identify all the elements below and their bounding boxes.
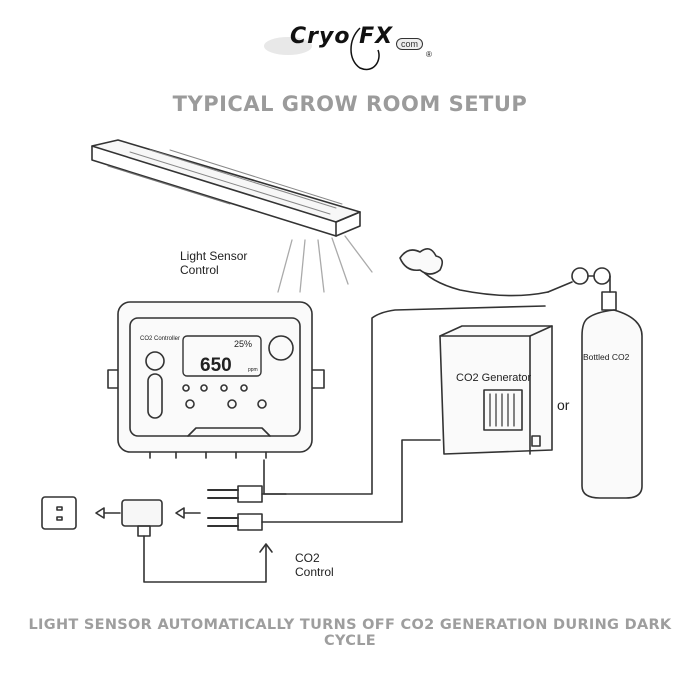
generator-cable	[261, 439, 441, 523]
reading-unit: ppm	[248, 367, 258, 373]
reading-small: 25%	[234, 339, 252, 349]
logo-hose-shape	[350, 27, 380, 71]
logo-suffix: com	[396, 38, 424, 50]
logo-brand-text: Cryo FX	[290, 24, 394, 49]
co2-generator-label: CO2 Generator	[456, 372, 532, 384]
cryofx-logo: Cryo FX com ®	[258, 20, 438, 76]
reading-big: 650	[200, 355, 232, 376]
sensor-cable	[263, 305, 546, 495]
diffuser-puff	[399, 248, 444, 275]
logo-registered-mark: ®	[426, 50, 432, 59]
light-rays	[277, 235, 373, 293]
adapter-plug	[121, 499, 273, 583]
or-label: or	[557, 397, 570, 413]
plug-upper	[207, 485, 287, 503]
page-title: TYPICAL GROW ROOM SETUP	[172, 92, 528, 116]
logo-graphic	[264, 27, 380, 71]
arrow-to-outlet	[95, 507, 121, 519]
co2-control-label: CO2 Control	[295, 551, 334, 579]
controller-title: CO2 Controller	[140, 336, 180, 342]
co2-bottle	[547, 267, 643, 499]
co2-controller-box	[107, 301, 325, 459]
arrow-to-adapter	[175, 507, 201, 519]
caption: LIGHT SENSOR AUTOMATICALLY TURNS OFF CO2…	[28, 617, 672, 649]
gas-line	[417, 265, 549, 297]
plug-lower	[207, 513, 263, 531]
wall-outlet	[41, 496, 77, 530]
grow-light-fixture	[91, 139, 361, 237]
bottled-co2-label: Bottled CO2	[583, 352, 630, 362]
light-sensor-label: Light Sensor Control	[180, 249, 248, 277]
logo-cloud-shape	[264, 37, 312, 55]
co2-generator-box	[439, 325, 553, 455]
